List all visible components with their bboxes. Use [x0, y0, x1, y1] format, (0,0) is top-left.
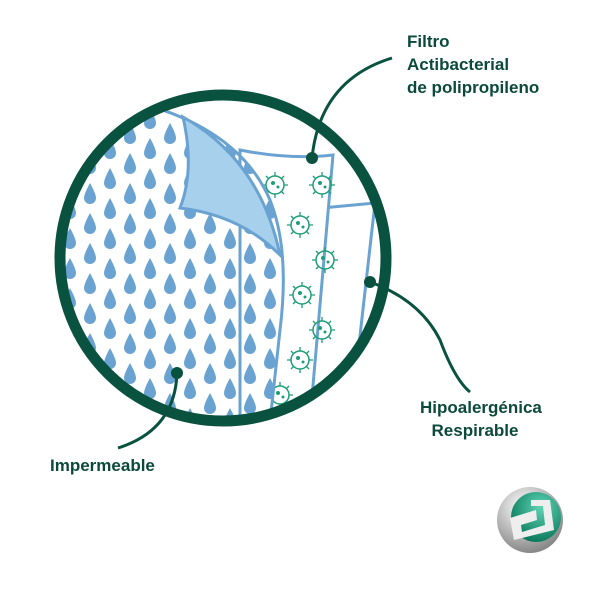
folded-corner	[177, 114, 283, 260]
leader-lines	[117, 56, 471, 450]
label-line: Hipoalergénica	[420, 398, 542, 417]
label-line: Filtro	[407, 32, 450, 51]
label-line: de polipropileno	[407, 78, 540, 97]
impermeable-layer	[60, 95, 285, 421]
label-filtro: Filtro Actibacterial de polipropileno	[407, 30, 539, 99]
label-impermeable: Impermeable	[50, 456, 155, 475]
leader-dots	[171, 152, 376, 379]
magnifier-ring	[54, 89, 392, 427]
label-hipoalergenica: Hipoalergénica Respirable	[420, 396, 542, 442]
label-line: Actibacterial	[407, 55, 510, 74]
brand-logo	[497, 487, 563, 553]
label-line: Respirable	[431, 421, 519, 440]
